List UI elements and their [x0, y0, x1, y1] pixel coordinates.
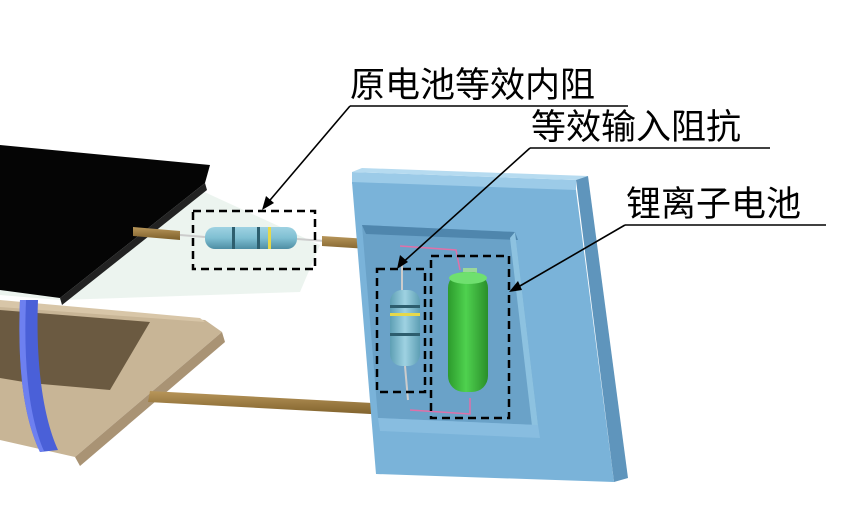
- internal-resistor: [205, 227, 326, 249]
- top-plate: [0, 145, 210, 305]
- battery-label: 锂离子电池: [626, 185, 802, 225]
- top-copper-lead-left: [133, 227, 206, 240]
- internal-resistance-dashed-box: [191, 209, 317, 271]
- lithium-battery: [448, 268, 488, 392]
- callout-arrowheads: [262, 196, 522, 292]
- blue-strap: [19, 300, 58, 452]
- callout-leaders: [264, 105, 826, 291]
- input-impedance-dashed-box: [375, 267, 427, 394]
- input-impedance-label: 等效输入阻抗: [531, 108, 742, 148]
- battery-dashed-box: [429, 254, 511, 420]
- input-resistor: [390, 265, 420, 401]
- internal-resistance-label: 原电池等效内阻: [350, 66, 596, 106]
- bottom-copper-lead: [148, 391, 410, 416]
